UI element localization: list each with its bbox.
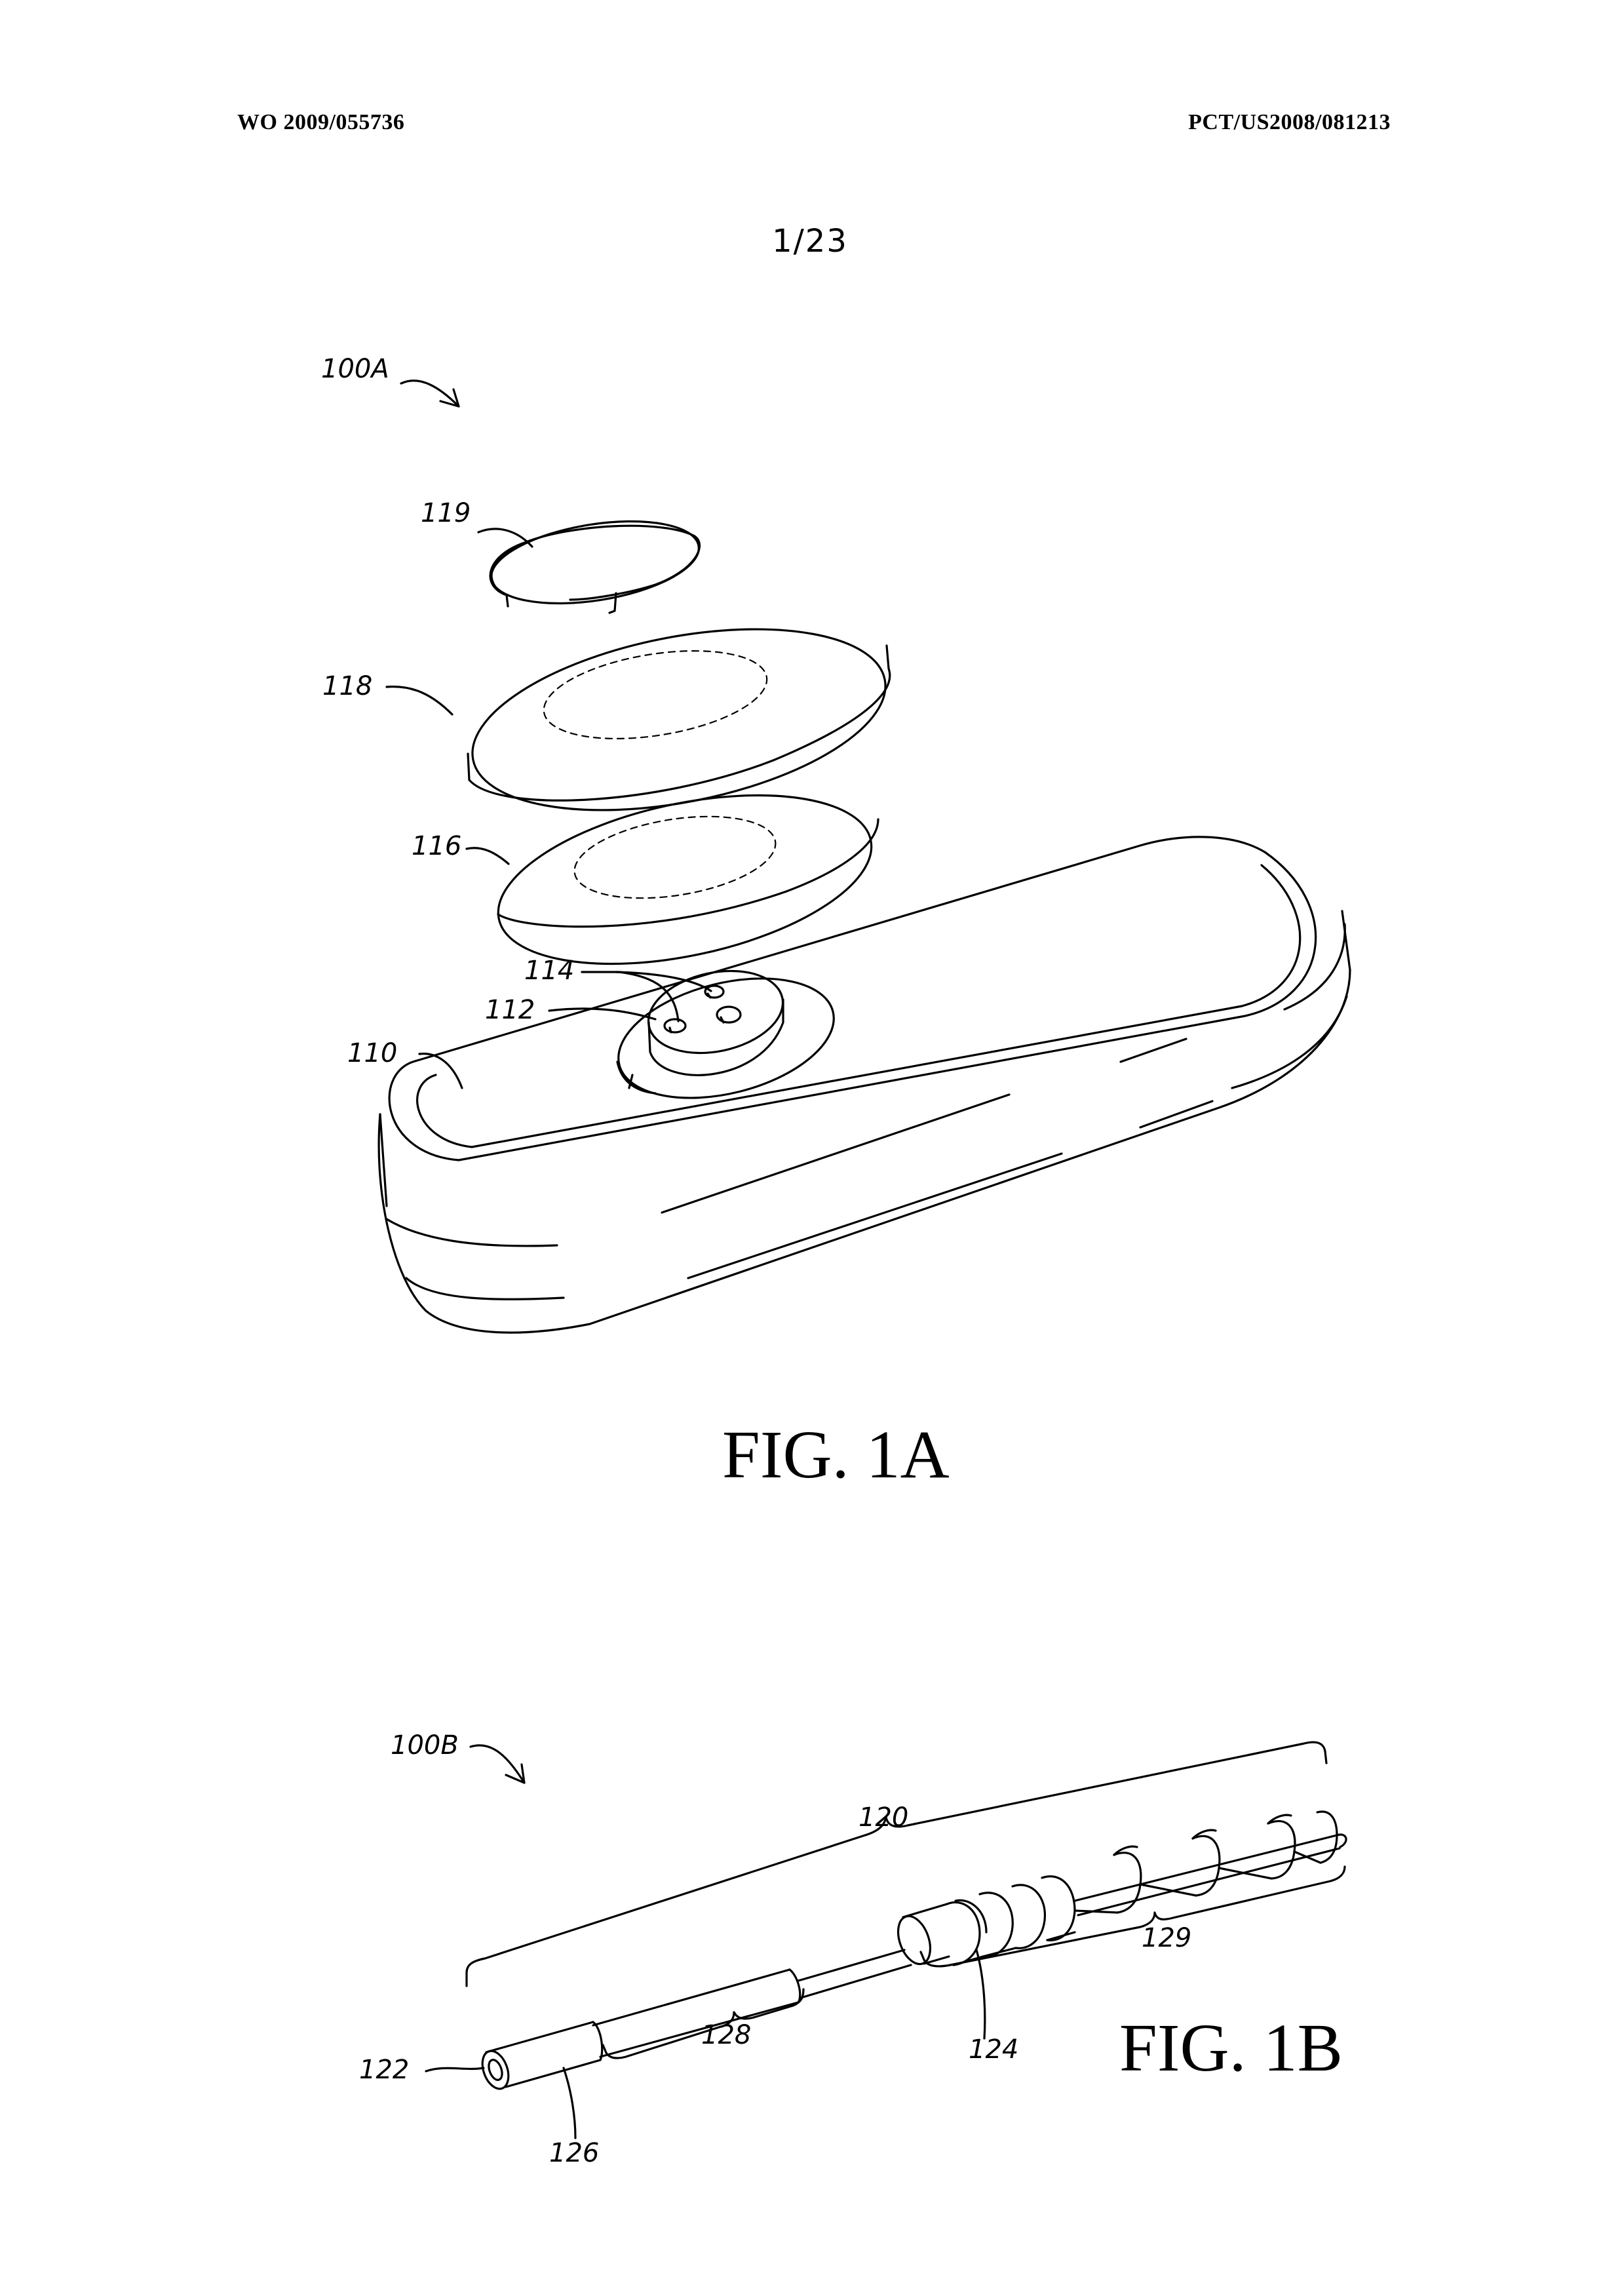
fig-1a-drawing xyxy=(379,381,1350,1333)
ref-110: 110 xyxy=(347,1038,397,1068)
split-ring-119 xyxy=(486,509,704,617)
ref-116-leader xyxy=(467,848,509,864)
ref-126-leader xyxy=(564,2068,575,2138)
ref-100b-arrow xyxy=(471,1745,524,1783)
ref-122: 122 xyxy=(359,2055,409,2085)
ref-100a-arrow xyxy=(401,381,459,406)
ref-126: 126 xyxy=(549,2138,599,2168)
bracket-120 xyxy=(467,1742,1326,1986)
wire-tip-126 xyxy=(478,2022,602,2092)
bracket-129 xyxy=(921,1867,1345,1966)
ref-118: 118 xyxy=(322,671,372,701)
coil-124 xyxy=(892,1812,1346,1968)
ref-100a: 100A xyxy=(321,354,389,384)
figure-label-1a: FIG. 1A xyxy=(722,1416,950,1494)
sensor-housing-110 xyxy=(379,837,1350,1333)
ref-124: 124 xyxy=(969,2034,1018,2065)
ref-129: 129 xyxy=(1142,1923,1191,1953)
figure-label-1b: FIG. 1B xyxy=(1119,2009,1343,2087)
ref-114: 114 xyxy=(524,956,574,986)
ref-112: 112 xyxy=(485,995,535,1025)
ref-119: 119 xyxy=(421,498,471,528)
core-wire xyxy=(798,1950,911,1998)
membrane-disc-118 xyxy=(457,598,900,840)
ref-120: 120 xyxy=(858,1802,908,1833)
ref-128: 128 xyxy=(701,2020,751,2050)
ref-124-leader xyxy=(976,1950,985,2038)
ref-116: 116 xyxy=(412,831,461,861)
ref-100b: 100B xyxy=(391,1730,459,1761)
ref-118-leader xyxy=(387,687,452,714)
ref-122-leader xyxy=(426,2068,484,2071)
